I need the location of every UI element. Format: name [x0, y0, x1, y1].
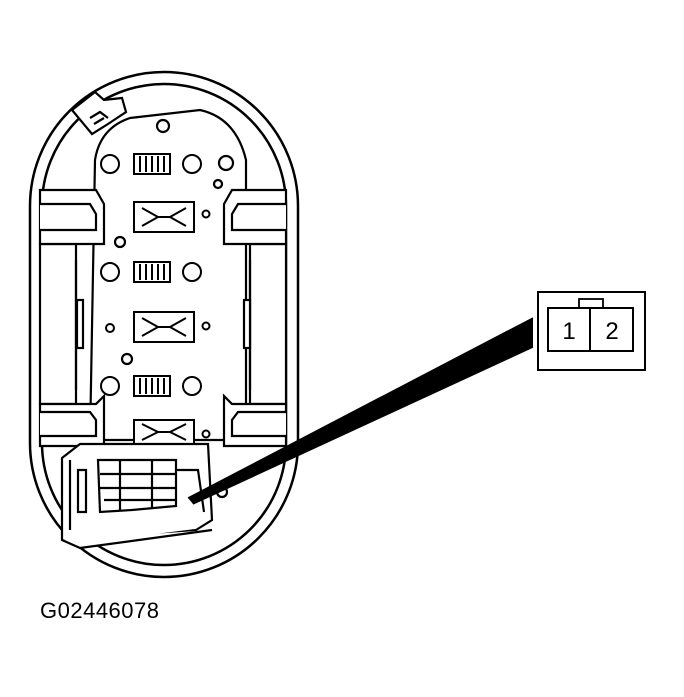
- pin-2-label: 2: [605, 318, 618, 345]
- electrical-connector: [60, 442, 229, 550]
- switch-row-1: [100, 153, 211, 233]
- figure-id: G02446078: [40, 598, 160, 623]
- connector-face-view: 1 2: [537, 291, 646, 371]
- switch-row-2: [100, 261, 211, 343]
- leader-lines: [187, 317, 534, 505]
- side-rails: [38, 242, 288, 406]
- pin-1-label: 1: [562, 318, 575, 345]
- latch-clips: [38, 188, 288, 448]
